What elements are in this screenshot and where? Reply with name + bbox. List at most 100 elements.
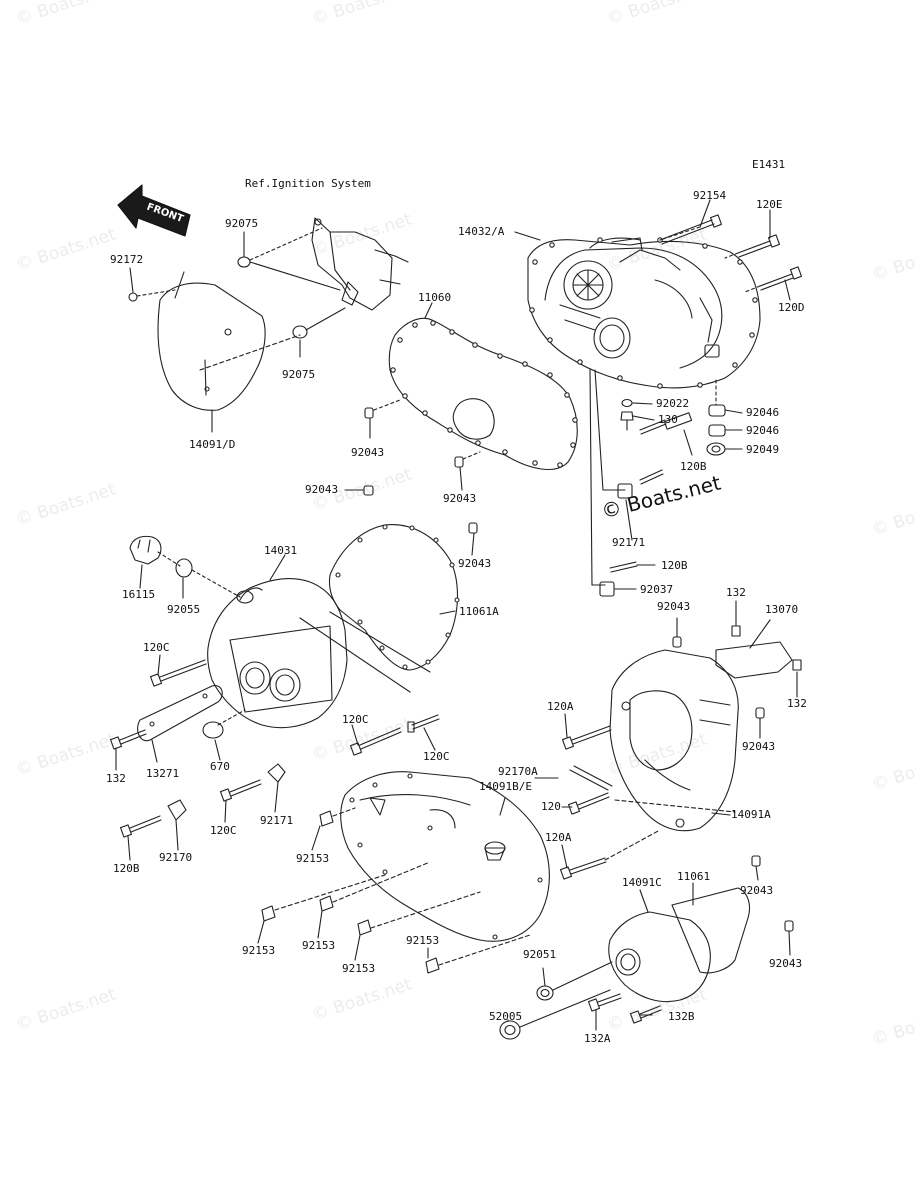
part-label-92043[interactable]: 92043 [305, 483, 339, 496]
part-label-92043[interactable]: 92043 [458, 557, 492, 570]
part-label-92153[interactable]: 92153 [406, 934, 440, 947]
cover-14091c [608, 911, 711, 1003]
reference-note: Ref.Ignition System [245, 177, 371, 190]
dowel-92043-f [755, 707, 765, 719]
part-label-92051[interactable]: 92051 [523, 948, 557, 961]
screw-92153-a [319, 810, 334, 827]
part-label-14091c[interactable]: 14091C [622, 876, 662, 889]
washer-92022 [621, 398, 633, 408]
part-label-11060[interactable]: 11060 [418, 291, 452, 304]
screw-92153-c [319, 895, 334, 912]
part-label-92170[interactable]: 92170 [159, 851, 193, 864]
screw-92153-e [425, 957, 440, 974]
part-label-92075[interactable]: 92075 [282, 368, 316, 381]
part-label-14031[interactable]: 14031 [264, 544, 298, 557]
dowel-92043-e [672, 636, 682, 648]
grommet-92075-a [237, 256, 251, 268]
screw-92153-d [357, 919, 372, 936]
part-label-130[interactable]: 130 [658, 413, 678, 426]
bush-92046-a [708, 404, 726, 417]
part-label-120d[interactable]: 120D [778, 301, 805, 314]
bush-92046-b [708, 424, 726, 437]
bolt-132-b [792, 659, 802, 671]
part-label-120a[interactable]: 120A [545, 831, 572, 844]
part-label-132b[interactable]: 132B [668, 1010, 695, 1023]
seal-52005 [499, 1020, 521, 1040]
bolt-132-a [731, 625, 741, 637]
part-label-120b[interactable]: 120B [113, 862, 140, 875]
part-label-92022[interactable]: 92022 [656, 397, 690, 410]
grommet-92075-b [292, 325, 308, 339]
part-label-120b[interactable]: 120B [680, 460, 707, 473]
part-label-13271[interactable]: 13271 [146, 767, 180, 780]
part-label-92046[interactable]: 92046 [746, 424, 780, 437]
part-label-92046[interactable]: 92046 [746, 406, 780, 419]
part-label-14032a[interactable]: 14032/A [458, 225, 505, 238]
dowel-92043-h [784, 920, 794, 932]
part-label-11061[interactable]: 11061 [677, 870, 711, 883]
ignition-bracket [311, 217, 409, 311]
part-label-14091a[interactable]: 14091A [731, 808, 771, 821]
part-label-132[interactable]: 132 [726, 586, 746, 599]
part-label-92154[interactable]: 92154 [693, 189, 727, 202]
part-label-92043[interactable]: 92043 [742, 740, 776, 753]
part-label-92037[interactable]: 92037 [640, 583, 674, 596]
clamp-92170 [167, 799, 187, 821]
part-label-14091be[interactable]: 14091B/E [479, 780, 532, 793]
part-label-120[interactable]: 120 [541, 800, 561, 813]
part-label-132a[interactable]: 132A [584, 1032, 611, 1045]
cover-13070 [715, 641, 793, 679]
part-label-132[interactable]: 132 [787, 697, 807, 710]
part-label-120c[interactable]: 120C [210, 824, 237, 837]
stud-92170a [569, 765, 613, 791]
bolt-92172 [128, 292, 138, 302]
collar-92049 [706, 442, 726, 456]
clamp-92171-b [267, 763, 286, 783]
part-label-92171[interactable]: 92171 [612, 536, 646, 549]
part-label-92049[interactable]: 92049 [746, 443, 780, 456]
part-label-92153[interactable]: 92153 [242, 944, 276, 957]
part-label-92043[interactable]: 92043 [657, 600, 691, 613]
part-label-92171[interactable]: 92171 [260, 814, 294, 827]
part-label-92075[interactable]: 92075 [225, 217, 259, 230]
part-label-92043[interactable]: 92043 [351, 446, 385, 459]
part-label-92170a[interactable]: 92170A [498, 765, 538, 778]
part-label-120a[interactable]: 120A [547, 700, 574, 713]
part-label-14091d[interactable]: 14091/D [189, 438, 236, 451]
part-label-120e[interactable]: 120E [756, 198, 783, 211]
part-label-120c[interactable]: 120C [143, 641, 170, 654]
gasket-11061 [671, 887, 751, 974]
part-label-120c[interactable]: 120C [423, 750, 450, 763]
cover-14091be [340, 771, 550, 942]
part-label-92153[interactable]: 92153 [342, 962, 376, 975]
o-ring-670 [202, 721, 224, 739]
part-label-92043[interactable]: 92043 [740, 884, 774, 897]
diagram-code: E1431 [752, 158, 786, 171]
cover-13271 [137, 684, 223, 742]
part-label-52005[interactable]: 52005 [489, 1010, 523, 1023]
front-arrow-icon [117, 184, 191, 237]
dowel-92043-c [363, 485, 374, 496]
part-label-92153[interactable]: 92153 [302, 939, 336, 952]
part-label-92172[interactable]: 92172 [110, 253, 144, 266]
part-label-120b[interactable]: 120B [661, 559, 688, 572]
part-label-92043[interactable]: 92043 [443, 492, 477, 505]
part-label-11061a[interactable]: 11061A [459, 605, 499, 618]
part-label-120c[interactable]: 120C [342, 713, 369, 726]
part-label-92055[interactable]: 92055 [167, 603, 201, 616]
dowel-92043-d [468, 522, 478, 534]
part-label-92043[interactable]: 92043 [769, 957, 803, 970]
dowel-92043-a [364, 407, 374, 419]
gasket-11060 [388, 317, 578, 470]
part-label-13070[interactable]: 13070 [765, 603, 799, 616]
part-label-132[interactable]: 132 [106, 772, 126, 785]
part-label-16115[interactable]: 16115 [122, 588, 156, 601]
part-label-92153[interactable]: 92153 [296, 852, 330, 865]
dowel-92043-g [751, 855, 761, 867]
part-label-670[interactable]: 670 [210, 760, 230, 773]
seal-92051 [536, 985, 554, 1001]
screw-92153-b [261, 905, 276, 922]
o-ring-92055 [175, 558, 193, 578]
